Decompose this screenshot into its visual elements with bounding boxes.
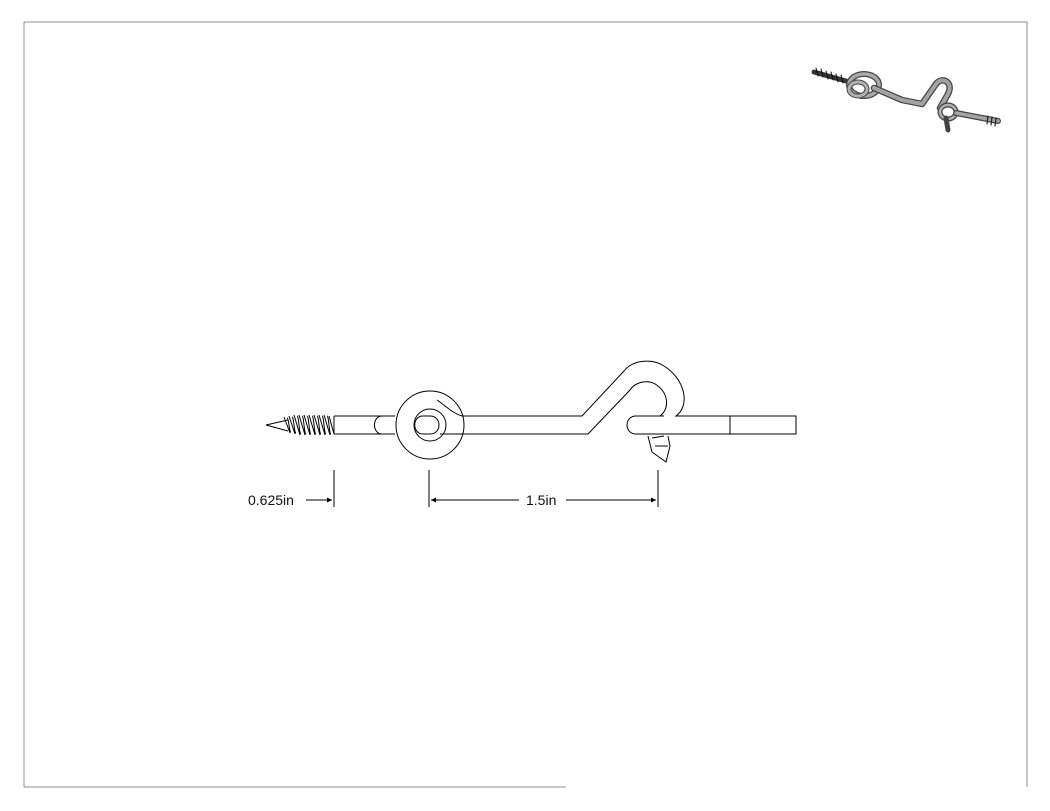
hook-tip-loop (626, 415, 688, 435)
iso-screw-thread (811, 69, 849, 84)
right-shank (688, 415, 797, 435)
dimension-label-screw-length: 0.625in (248, 492, 294, 508)
screw-tip (265, 419, 289, 432)
dimension-label-hook-span: 1.5in (526, 492, 556, 508)
dimension-screw-length (306, 470, 335, 507)
hook-body-bottom (440, 381, 667, 435)
hook-point (647, 435, 671, 463)
dimension-hook-span (428, 470, 659, 507)
left-shank (333, 415, 395, 435)
front-view-hook (265, 360, 797, 463)
screw-eye-inner (413, 408, 447, 442)
sheet-border (23, 21, 1028, 788)
hook-body-top (436, 360, 688, 417)
hook-eye (414, 415, 440, 435)
isometric-hook-view (811, 67, 1001, 133)
screw-eye-outer (395, 390, 465, 460)
screw-threads (283, 414, 335, 436)
